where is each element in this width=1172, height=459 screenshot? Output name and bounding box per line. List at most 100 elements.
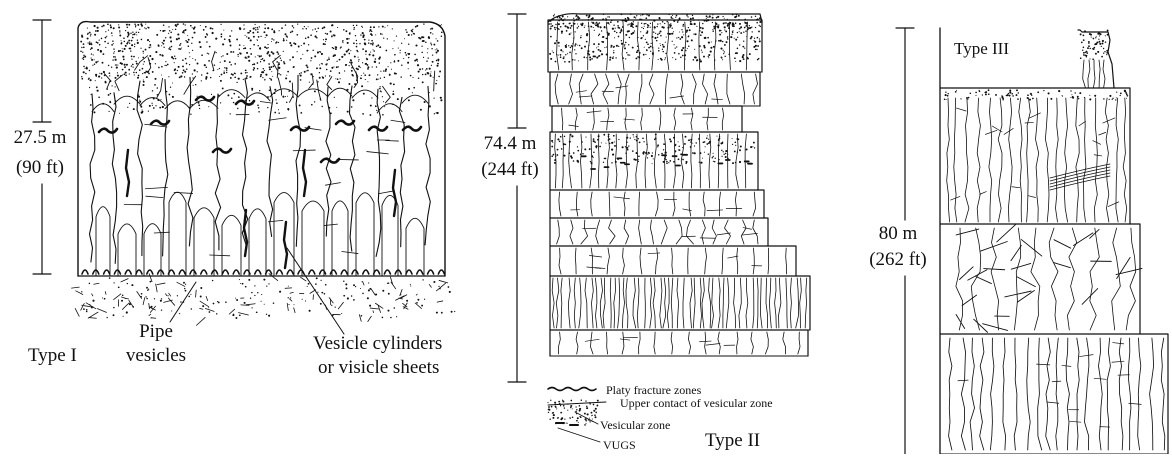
stipple-dot [749, 25, 750, 26]
stipple-dot [135, 61, 136, 62]
stipple-dot [616, 32, 617, 33]
stipple-dot [743, 58, 745, 60]
stipple-dot [213, 303, 215, 305]
stipple-dot [89, 304, 90, 305]
stipple-dot [377, 74, 378, 75]
stipple-dot [398, 48, 399, 49]
stipple-dot [658, 50, 660, 52]
stipple-dot [287, 71, 289, 73]
stipple-dot [612, 28, 614, 30]
stipple-dot [148, 73, 150, 75]
pipe-vesicles-label-line1: Pipe [106, 322, 206, 341]
stipple-dot [576, 409, 577, 410]
stipple-dot [392, 28, 393, 29]
cross-joint [210, 255, 230, 256]
vertical-joint [672, 248, 673, 274]
stipple-dot [206, 41, 208, 43]
stipple-dot [568, 45, 569, 46]
stipple-dot [588, 54, 590, 56]
stipple-dot [145, 28, 146, 29]
stipple-dot [113, 48, 114, 49]
stipple-dot [259, 26, 260, 27]
stipple-dot [586, 406, 587, 407]
stipple-dot [643, 153, 645, 155]
stipple-dot [547, 402, 548, 403]
stipple-dot [570, 407, 572, 409]
stipple-dot [206, 66, 208, 68]
vertical-joint [700, 278, 701, 328]
stipple-dot [694, 56, 696, 58]
stipple-dot [210, 77, 211, 78]
stipple-dot [690, 146, 692, 148]
stipple-dot [564, 61, 566, 63]
stipple-dot [211, 94, 212, 95]
cross-joint [1028, 196, 1036, 198]
pipe-vesicle [417, 270, 423, 274]
stipple-dot [197, 63, 199, 65]
stipple-dot [1081, 42, 1083, 44]
stipple-dot [140, 106, 142, 108]
stipple-dot [355, 35, 356, 36]
stipple-dot [190, 113, 191, 114]
stipple-dot [155, 105, 156, 106]
stipple-dot [1097, 33, 1099, 35]
vertical-joint [639, 332, 641, 354]
stipple-dot [669, 160, 671, 162]
vertical-joint [650, 220, 653, 244]
stipple-dot [639, 52, 641, 54]
stipple-dot [200, 46, 202, 48]
vertical-joint [757, 278, 758, 328]
stipple-dot [89, 41, 90, 42]
stipple-dot [728, 27, 730, 29]
cross-joint [1052, 381, 1061, 382]
stipple-dot [724, 29, 725, 30]
vertical-joint [399, 97, 404, 246]
stipple-dot [269, 56, 270, 57]
stipple-dot [641, 19, 642, 20]
cross-joint [145, 187, 167, 188]
type-ii-tier [550, 276, 810, 330]
stipple-dot [260, 48, 262, 50]
hatch-stroke [287, 303, 288, 310]
stipple-dot [632, 134, 633, 135]
vertical-joint [575, 108, 577, 130]
stipple-dot [288, 297, 289, 298]
stipple-dot [1089, 95, 1090, 96]
stipple-dot [272, 76, 273, 77]
stipple-dot [611, 149, 613, 151]
stipple-dot [693, 34, 694, 35]
stipple-dot [87, 33, 88, 34]
stipple-dot [708, 57, 709, 58]
vertical-joint [1090, 228, 1100, 330]
stipple-dot [758, 30, 760, 32]
stipple-dot [579, 405, 581, 407]
stipple-dot [257, 28, 258, 29]
stipple-dot [718, 144, 720, 146]
stipple-dot [86, 68, 88, 70]
stipple-dot [984, 92, 985, 93]
legend-vesicular-zone-label: Vesicular zone [600, 419, 670, 431]
stipple-dot [721, 57, 722, 58]
stipple-dot [238, 56, 239, 57]
stipple-dot [321, 106, 322, 107]
crust-crack [212, 51, 215, 70]
stipple-dot [379, 88, 381, 90]
stipple-dot [133, 72, 135, 74]
stipple-dot [378, 58, 380, 60]
stipple-dot [661, 153, 663, 155]
stipple-dot [123, 316, 124, 317]
stipple-dot [257, 31, 259, 33]
stipple-dot [558, 42, 560, 44]
stipple-dot [370, 26, 372, 28]
stipple-dot [448, 286, 450, 288]
stipple-dot [437, 63, 439, 65]
stipple-dot [321, 63, 323, 65]
stipple-dot [308, 44, 309, 45]
stipple-dot [604, 47, 605, 48]
stipple-dot [127, 283, 128, 284]
hatch-stroke [179, 313, 180, 314]
stipple-dot [310, 60, 311, 61]
stipple-dot [692, 17, 694, 19]
stipple-dot [257, 292, 258, 293]
stipple-dot [385, 50, 387, 52]
